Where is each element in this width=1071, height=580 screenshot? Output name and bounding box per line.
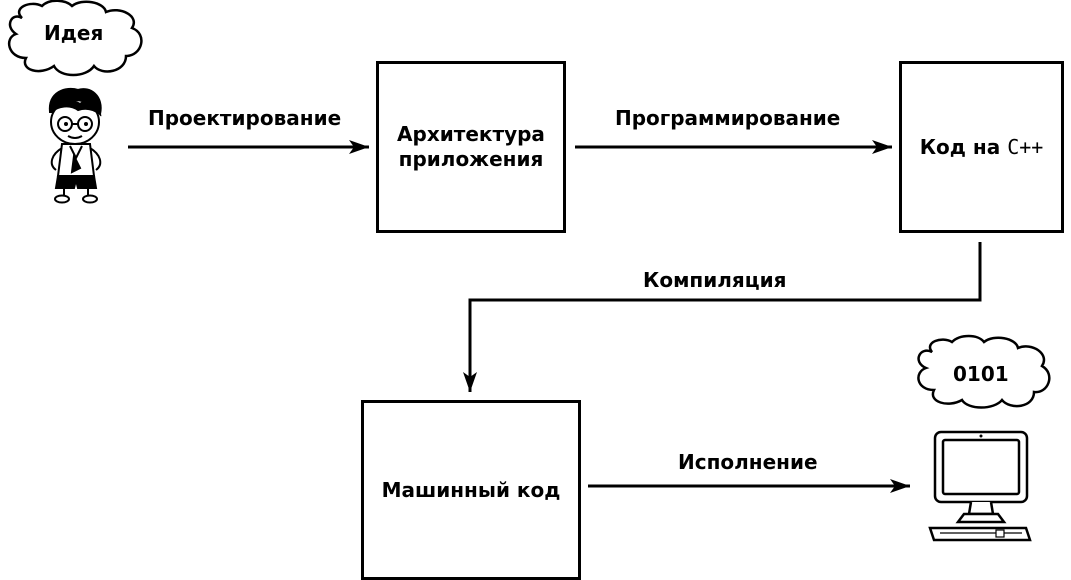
binary-cloud-icon (917, 334, 1051, 409)
architecture-line2: приложения (398, 147, 544, 171)
machine-code-box: Машинный код (361, 400, 581, 580)
architecture-line1: Архитектура (397, 122, 545, 146)
programmer-figure-icon (48, 87, 102, 204)
cpp-code-box: Код на C++ (899, 61, 1064, 233)
execution-arrow-label: Исполнение (678, 450, 818, 474)
idea-cloud-icon (7, 0, 143, 77)
architecture-box: Архитектура приложения (376, 61, 566, 233)
cpp-code-prefix: Код на (919, 134, 1001, 159)
compilation-arrow (463, 242, 982, 392)
cpp-code-lang: C++ (1007, 134, 1044, 159)
diagram-canvas (7, 0, 1051, 542)
computer-icon (928, 430, 1032, 542)
machine-code-label: Машинный код (381, 477, 561, 502)
programming-arrow-label: Программирование (615, 106, 841, 130)
binary-label: 0101 (953, 362, 1009, 386)
idea-label: Идея (44, 21, 104, 45)
design-arrow-label: Проектирование (148, 106, 342, 130)
compilation-arrow-label: Компиляция (643, 268, 787, 292)
